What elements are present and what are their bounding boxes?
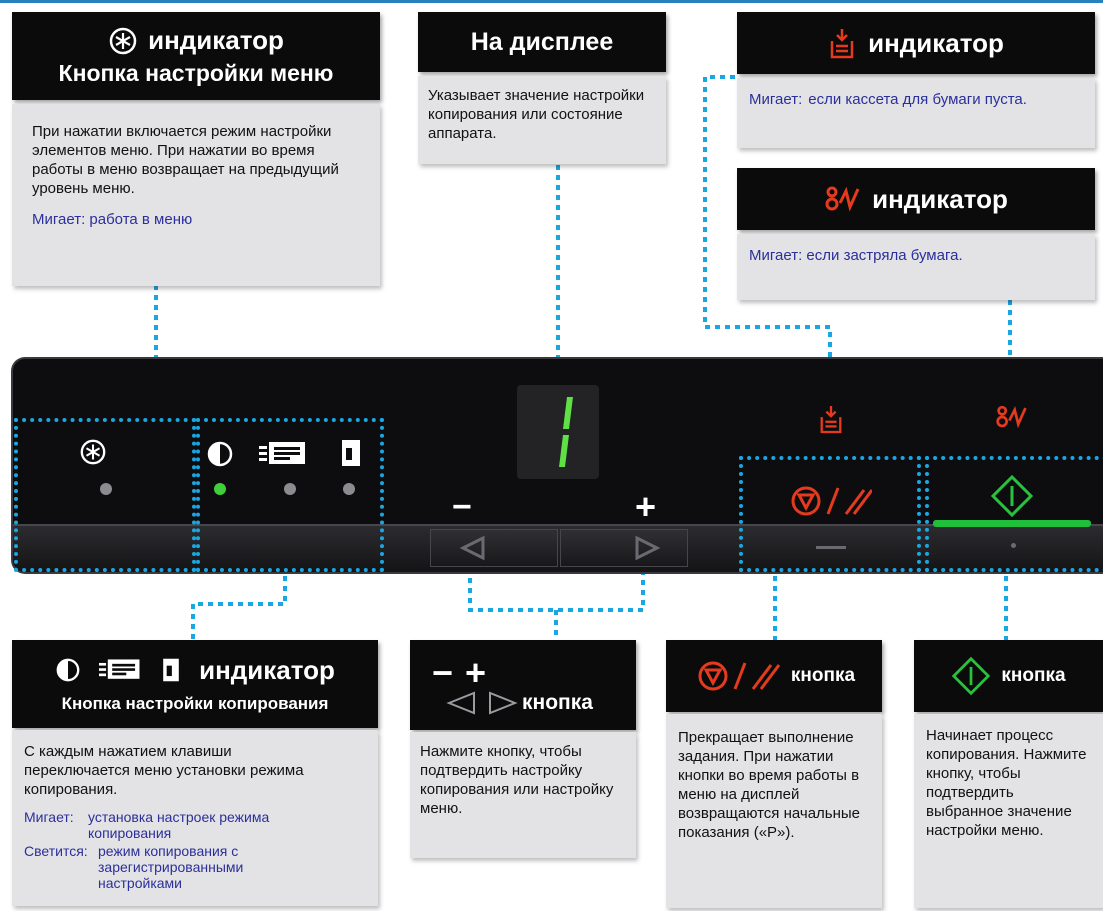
start-button-box: Начинает процесс копирования. Нажмите кн… — [914, 714, 1103, 908]
display-box: Указывает значение настройки копирования… — [418, 76, 666, 164]
menu-button-header: индикатор Кнопка настройки меню — [12, 12, 380, 100]
display-digit-graphic — [559, 397, 573, 467]
stop-button-outline — [739, 456, 921, 572]
panel-exposure-led — [214, 483, 226, 495]
display-title: На дисплее — [470, 27, 614, 56]
panel-start-button-dot[interactable] — [1011, 543, 1016, 548]
copy-blink-text: установка настроек режима копирования — [88, 809, 270, 841]
jam-indicator-title: индикатор — [872, 183, 1008, 214]
left-arrow-icon — [446, 691, 475, 715]
panel-menu-icon[interactable] — [79, 438, 107, 466]
start-icon — [952, 656, 991, 696]
minus-symbol: − — [432, 652, 454, 693]
jam-blink-text: если застряла бумага. — [806, 247, 963, 264]
paper-jam-icon — [825, 186, 860, 212]
jam-blink-label: Мигает: — [749, 247, 803, 264]
copy-lit-text: режим копирования с зарегистрированными … — [98, 843, 244, 891]
copy-indicator-title: индикатор — [199, 654, 335, 685]
copy-mode-icon — [99, 659, 140, 679]
menu-settings-icon — [109, 27, 137, 54]
stop-button-header: кнопка — [666, 640, 882, 712]
copy-settings-outline — [196, 418, 384, 572]
menu-button-box: При нажатии включается режим настройки э… — [12, 104, 380, 286]
panel-minus-label: − — [452, 488, 472, 526]
panel-stop-button-bar[interactable] — [816, 546, 846, 549]
panel-copy-mode-led — [284, 483, 296, 495]
left-triangle-icon — [459, 535, 485, 561]
menu-button-title: Кнопка настройки меню — [58, 60, 334, 86]
paper-indicator-header: индикатор — [737, 12, 1095, 74]
plus-minus-description: Нажмите кнопку, чтобы подтвердить настро… — [420, 743, 614, 817]
callout-copy-line — [191, 566, 287, 640]
start-button-header: кнопка — [914, 640, 1103, 712]
stop-icon — [698, 661, 781, 691]
panel-menu-led — [100, 483, 112, 495]
paper-indicator-box: Мигает: если кассета для бумаги пуста. — [737, 78, 1095, 148]
jam-indicator-box: Мигает: если застряла бумага. — [737, 234, 1095, 300]
panel-stop-icon[interactable] — [790, 484, 872, 518]
copy-settings-description: С каждым нажатием клавиши переключается … — [24, 743, 304, 798]
panel-plus-label: + — [635, 486, 657, 527]
exposure-icon — [56, 658, 80, 682]
plus-minus-header: − + кнопка — [410, 640, 636, 730]
panel-paper-tray-icon — [820, 406, 842, 434]
panel-paper-select-icon[interactable] — [340, 438, 362, 468]
right-triangle-icon — [635, 535, 661, 561]
plus-minus-label: кнопка — [522, 691, 593, 714]
stop-button-label: кнопка — [790, 665, 856, 686]
panel-copy-mode-icon[interactable] — [259, 440, 309, 468]
paper-blink-text: если кассета для бумаги пуста. — [808, 91, 1027, 108]
copy-settings-title: Кнопка настройки копирования — [61, 693, 329, 713]
plus-minus-box: Нажмите кнопку, чтобы подтвердить настро… — [410, 732, 636, 858]
menu-button-description: При нажатии включается режим настройки э… — [32, 123, 339, 197]
plus-symbol: + — [465, 652, 487, 693]
menu-button-outline — [14, 418, 196, 572]
panel-paper-jam-icon — [996, 405, 1027, 429]
panel-plus-button[interactable] — [560, 529, 688, 567]
copy-settings-header: индикатор Кнопка настройки копирования — [12, 640, 378, 728]
panel-minus-button[interactable] — [430, 529, 558, 567]
jam-indicator-header: индикатор — [737, 168, 1095, 230]
copy-lit-label: Светится: — [24, 843, 88, 859]
menu-indicator-title: индикатор — [148, 25, 284, 55]
display-description: Указывает значение настройки копирования… — [428, 87, 645, 142]
start-button-label: кнопка — [1001, 665, 1066, 686]
paper-tray-icon — [830, 29, 854, 59]
panel-start-led-bar — [933, 520, 1091, 527]
copy-settings-box: С каждым нажатием клавиши переключается … — [12, 730, 378, 906]
stop-button-box: Прекращает выполнение задания. При нажат… — [666, 714, 882, 908]
start-button-outline — [925, 456, 1103, 572]
display-header: На дисплее — [418, 12, 666, 72]
panel-start-icon[interactable] — [990, 474, 1034, 518]
panel-paper-select-led — [343, 483, 355, 495]
callout-paper-line — [703, 75, 832, 370]
paper-blink-label: Мигает: — [749, 91, 803, 108]
paper-indicator-title: индикатор — [868, 27, 1004, 58]
start-button-description: Начинает процесс копирования. Нажмите кн… — [926, 727, 1087, 839]
panel-exposure-icon[interactable] — [206, 440, 234, 468]
callout-plusminus-line — [468, 568, 645, 640]
stop-button-description: Прекращает выполнение задания. При нажат… — [678, 729, 861, 841]
seven-segment-display — [517, 385, 599, 479]
top-border-line — [0, 0, 1103, 3]
menu-button-blink: Мигает: работа в меню — [32, 211, 193, 228]
right-arrow-icon — [489, 691, 518, 715]
paper-select-icon — [163, 658, 179, 682]
copy-blink-label: Мигает: — [24, 809, 74, 825]
